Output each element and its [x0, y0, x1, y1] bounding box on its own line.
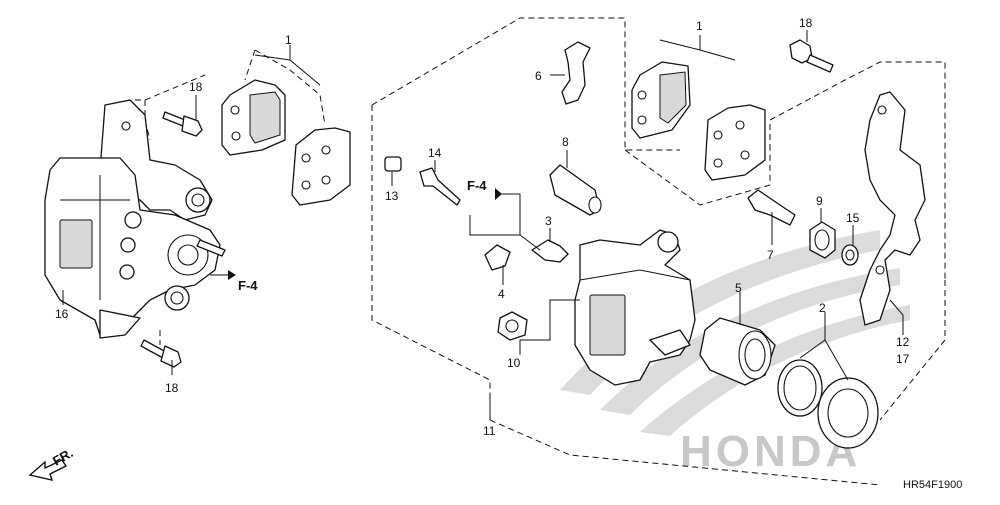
callout-10: 10 [507, 356, 521, 370]
pad-spring-6[interactable] [561, 41, 591, 105]
leader-lines [62, 30, 904, 420]
callout-17: 17 [896, 352, 910, 366]
callout-3: 3 [545, 214, 552, 228]
callout-12: 12 [896, 335, 910, 349]
callout-9: 9 [816, 194, 823, 208]
ref-label-mid: F-4 [467, 178, 487, 193]
callout-18-lower-left: 18 [165, 381, 179, 395]
piston-seal-2[interactable] [777, 359, 879, 449]
callout-1-left: 1 [285, 33, 292, 47]
callout-8: 8 [562, 135, 569, 149]
bleeder-cap-4[interactable] [484, 244, 511, 271]
assembly-outline-left [371, 105, 491, 420]
washer-15[interactable] [841, 244, 859, 266]
left-brake-pads[interactable] [221, 79, 351, 206]
pad-outline [624, 149, 771, 206]
bolt-18-right[interactable] [789, 39, 834, 73]
callout-15: 15 [846, 211, 860, 225]
bracket-outline-lower [879, 280, 946, 421]
boot-8[interactable] [549, 164, 602, 216]
boot-10[interactable] [497, 311, 528, 341]
callout-16: 16 [55, 307, 69, 321]
right-brake-pads[interactable] [631, 61, 766, 181]
caliper-bracket-12-17[interactable] [859, 91, 926, 326]
bolt-18-upper-left[interactable] [162, 111, 203, 137]
piston-5[interactable] [699, 317, 776, 386]
callout-18-upper-left: 18 [189, 80, 203, 94]
callout-11: 11 [483, 424, 496, 438]
bracket-outline [769, 61, 946, 280]
callout-2: 2 [819, 301, 826, 315]
callout-6: 6 [535, 69, 542, 83]
callout-18-right: 18 [799, 16, 813, 30]
callout-14: 14 [428, 146, 442, 160]
diagram-code: HR54F1900 [903, 479, 962, 491]
boot-9[interactable] [809, 221, 836, 259]
callout-4: 4 [498, 287, 505, 301]
f4-arrow-left [228, 270, 236, 280]
assembly-outline-top [371, 17, 680, 151]
bleeder-3[interactable] [531, 239, 569, 263]
callout-13: 13 [385, 189, 399, 203]
callout-1-right: 1 [696, 19, 703, 33]
assembly-outline-bottom [489, 419, 881, 486]
front-direction-arrow [28, 459, 68, 481]
left-caliper-assembly[interactable] [44, 99, 226, 339]
callout-7: 7 [767, 248, 774, 262]
left-pad-outline [254, 49, 326, 126]
bolt-18-lower-left[interactable] [140, 339, 182, 368]
left-outline-bolt [144, 74, 206, 101]
left-pad-outline-2 [244, 49, 256, 81]
cap-13[interactable] [384, 156, 402, 172]
f4-arrow-mid [495, 188, 502, 200]
pin-7[interactable] [747, 189, 796, 226]
pin-bolt-14[interactable] [419, 167, 461, 206]
caliper-body-11[interactable] [574, 229, 696, 386]
left-outline-top [135, 99, 151, 141]
ref-label-left: F-4 [238, 278, 258, 293]
callout-5: 5 [735, 281, 742, 295]
